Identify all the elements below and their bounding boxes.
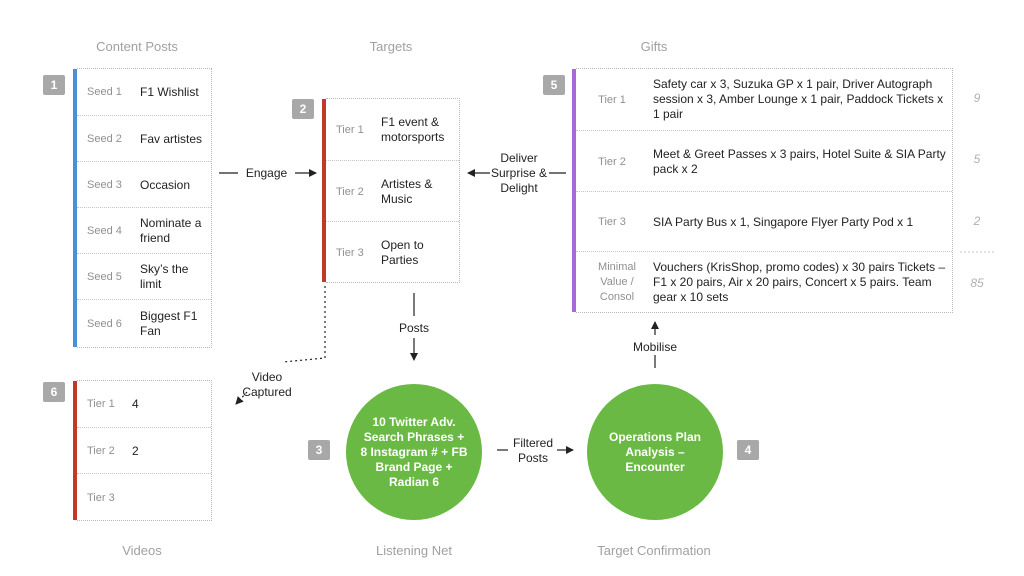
seed-label: Seed 6 [87, 317, 122, 330]
gift-count: 5 [973, 152, 981, 166]
videos-bar [73, 381, 77, 520]
gift-count: 9 [973, 91, 981, 105]
seed-text: Fav artistes [140, 131, 203, 146]
seed-text: Nominate a friend [140, 216, 202, 245]
seed-label: Seed 2 [87, 133, 122, 145]
operations-plan-text: Operations Plan Analysis – Encounter [608, 429, 702, 474]
target-tier-text: F1 event & motorsports [381, 114, 445, 144]
seed-row: Seed 2 Fav artistes [77, 115, 211, 162]
seed-row: Seed 4 Nominate a friend [77, 207, 211, 254]
targets-panel: Tier 1 F1 event & motorsports Tier 2 Art… [322, 98, 460, 283]
video-captured-line-top [282, 286, 326, 363]
target-row: Tier 2 Artistes & Music [326, 160, 459, 222]
seed-text: Biggest F1 Fan [140, 308, 198, 338]
gift-tier-label: Tier 3 [598, 216, 626, 228]
video-row: Tier 1 4 [77, 381, 211, 427]
video-tier-count: 4 [132, 396, 139, 411]
seed-row: Seed 1 F1 Wishlist [77, 69, 211, 115]
content-posts-panel: Seed 1 F1 Wishlist Seed 2 Fav artistes S… [73, 68, 212, 348]
badge-content-posts: 1 [43, 75, 65, 95]
video-tier-label: Tier 3 [87, 491, 115, 504]
gift-tier-text: Safety car x 3, Suzuka GP x 1 pair, Driv… [653, 77, 944, 121]
seed-label: Seed 3 [87, 179, 122, 191]
gifts-panel: Tier 1 Safety car x 3, Suzuka GP x 1 pai… [572, 68, 953, 313]
posts-label: Posts [398, 321, 429, 335]
badge-videos: 6 [43, 382, 65, 402]
seed-text: Occasion [140, 177, 191, 192]
seed-text: Sky’s the limit [140, 262, 189, 291]
seed-label: Seed 5 [87, 271, 122, 283]
video-tier-count: 2 [132, 443, 139, 458]
badge-targets: 2 [292, 99, 314, 119]
gift-row: Minimal Value / Consol Vouchers (KrisSho… [576, 251, 952, 313]
gift-tier-label: Minimal Value / Consol [598, 261, 636, 303]
video-tier-label: Tier 1 [87, 398, 115, 410]
video-row: Tier 2 2 [77, 427, 211, 474]
target-tier-label: Tier 1 [336, 123, 364, 136]
gift-row: Tier 2 Meet & Greet Passes x 3 pairs, Ho… [576, 130, 952, 192]
gift-count: 2 [973, 214, 981, 228]
badge-gifts: 5 [543, 75, 565, 95]
gift-tier-text: Meet & Greet Passes x 3 pairs, Hotel Sui… [653, 146, 946, 176]
gifts-bar [572, 69, 576, 312]
filtered-posts-label: Filtered Posts [512, 436, 553, 465]
engage-label: Engage [245, 166, 288, 180]
gift-tier-label: Tier 2 [598, 155, 626, 168]
gift-row: Tier 1 Safety car x 3, Suzuka GP x 1 pai… [576, 69, 952, 130]
content-posts-title: Content Posts [96, 39, 178, 54]
target-tier-label: Tier 2 [336, 185, 364, 198]
seed-label: Seed 1 [87, 86, 122, 98]
target-row: Tier 3 Open to Parties [326, 221, 459, 283]
gift-tier-text: Vouchers (KrisShop, promo codes) x 30 pa… [653, 260, 946, 304]
seed-row: Seed 6 Biggest F1 Fan [77, 299, 211, 347]
targets-bar [322, 99, 326, 282]
gift-row: Tier 3 SIA Party Bus x 1, Singapore Flye… [576, 191, 952, 252]
seed-text: F1 Wishlist [140, 84, 199, 99]
gift-count: 85 [970, 276, 984, 290]
gifts-title: Gifts [640, 39, 668, 54]
video-row: Tier 3 [77, 473, 211, 521]
video-captured-label: Video Captured [242, 370, 292, 399]
badge-listening-net: 3 [308, 440, 330, 460]
target-confirmation-title: Target Confirmation [597, 543, 711, 558]
operations-plan-circle: Operations Plan Analysis – Encounter [587, 384, 723, 520]
badge-target-confirmation: 4 [737, 440, 759, 460]
gift-tier-label: Tier 1 [598, 93, 626, 106]
videos-title: Videos [122, 543, 162, 558]
listening-net-title: Listening Net [376, 543, 452, 558]
target-tier-text: Open to Parties [381, 237, 424, 267]
gift-tier-text: SIA Party Bus x 1, Singapore Flyer Party… [653, 214, 914, 229]
target-row: Tier 1 F1 event & motorsports [326, 99, 459, 160]
video-tier-label: Tier 2 [87, 445, 115, 457]
seed-row: Seed 3 Occasion [77, 161, 211, 208]
videos-panel: Tier 1 4 Tier 2 2 Tier 3 [73, 380, 212, 521]
seed-label: Seed 4 [87, 225, 122, 237]
target-tier-label: Tier 3 [336, 246, 364, 259]
listening-net-circle: 10 Twitter Adv. Search Phrases + 8 Insta… [346, 384, 482, 520]
deliver-label: Deliver Surprise & Delight [490, 151, 548, 195]
seed-row: Seed 5 Sky’s the limit [77, 253, 211, 300]
target-tier-text: Artistes & Music [381, 176, 433, 206]
content-posts-bar [73, 69, 77, 347]
targets-title: Targets [369, 39, 413, 54]
mobilise-label: Mobilise [632, 340, 677, 354]
listening-net-text: 10 Twitter Adv. Search Phrases + 8 Insta… [360, 414, 468, 489]
